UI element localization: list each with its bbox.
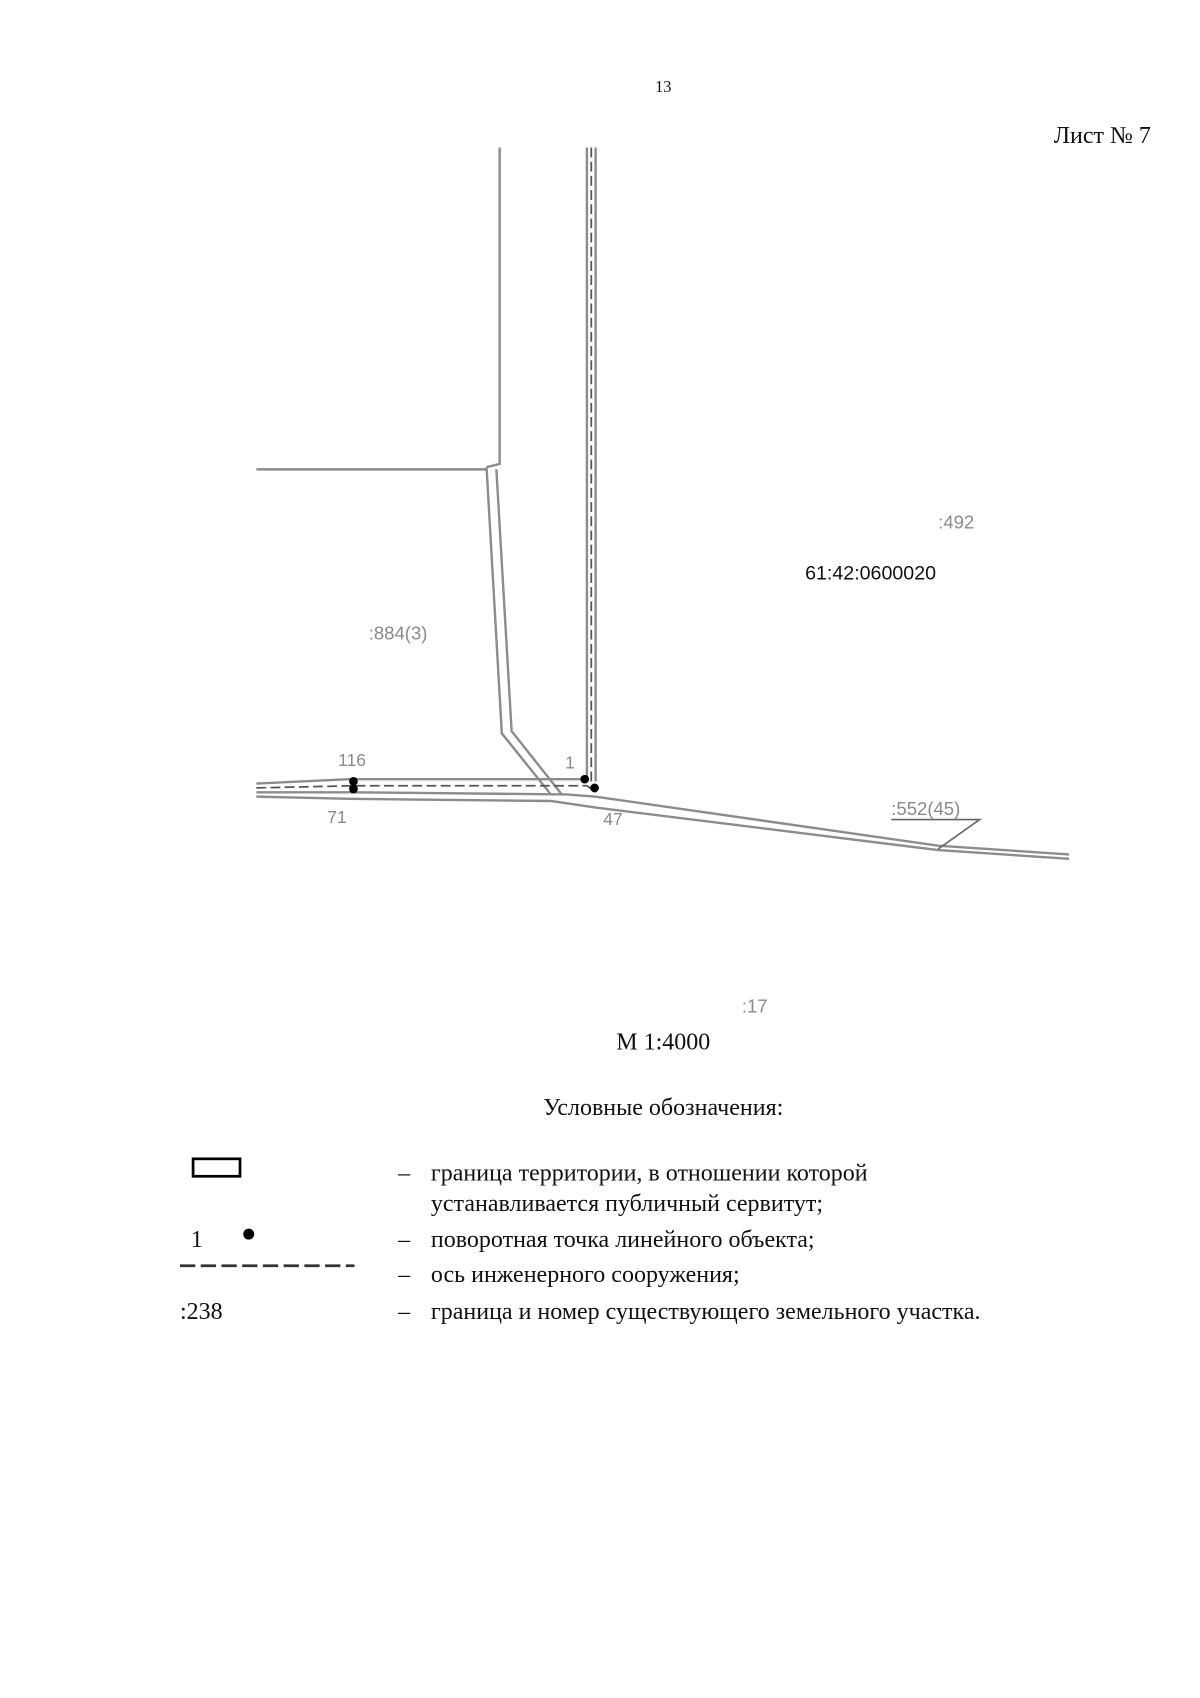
legend-dash: –	[397, 1262, 411, 1288]
legend-point-number: 1	[191, 1227, 203, 1253]
legend-title: Условные обозначения:	[543, 1095, 783, 1121]
legend-parcel-number: :238	[180, 1299, 223, 1325]
servitude-boundary-left-outer	[485, 467, 552, 796]
parcel-label-492: :492	[938, 511, 974, 532]
turning-point-71	[349, 784, 358, 794]
engineering-axis-horizontal	[256, 784, 597, 793]
quarter-label: 61:42:0600020	[805, 563, 936, 585]
page-number: 13	[655, 77, 671, 96]
point-label-47: 47	[603, 809, 622, 829]
legend-dash: –	[397, 1227, 411, 1253]
point-label-1: 1	[565, 752, 575, 772]
servitude-boundary-horizontal-top	[256, 777, 587, 785]
servitude-boundary-left-inner	[495, 469, 563, 796]
legend-rectangle-icon	[191, 1157, 242, 1178]
legend-dash: –	[397, 1299, 411, 1325]
sheet-label: Лист № 7	[1054, 123, 1151, 149]
parcel-552-leader-line	[891, 818, 983, 850]
legend-text-cont: устанавливается публичный сервитут;	[431, 1191, 823, 1217]
parcel-label-17: :17	[742, 996, 768, 1017]
turning-point-1	[580, 774, 590, 784]
point-label-71: 71	[327, 807, 346, 827]
cadastral-map: 116 71 1 47 :492 61:42:0600020 :884(3) :…	[256, 147, 1070, 1017]
legend-text: поворотная точка линейного объекта;	[431, 1227, 815, 1253]
map-scale: М 1:4000	[616, 1030, 710, 1056]
turning-point-47	[590, 783, 599, 793]
servitude-boundary-horizontal-bottom	[256, 791, 1070, 856]
road-boundary-lower	[256, 795, 1070, 861]
legend-text: ось инженерного сооружения;	[431, 1262, 740, 1288]
parcel-label-552: :552(45)	[891, 798, 960, 819]
parcel-label-884: :884(3)	[369, 623, 428, 644]
turning-point-116	[349, 777, 358, 786]
legend: – граница территории, в отношении которо…	[180, 1157, 981, 1325]
legend-dash: –	[397, 1161, 411, 1187]
parcel-884-boundary-left	[486, 147, 501, 469]
legend-text: граница и номер существующего земельного…	[431, 1299, 981, 1325]
point-label-116: 116	[338, 750, 366, 770]
legend-text: граница территории, в отношении которой	[431, 1161, 868, 1187]
legend-point-icon	[243, 1228, 255, 1240]
